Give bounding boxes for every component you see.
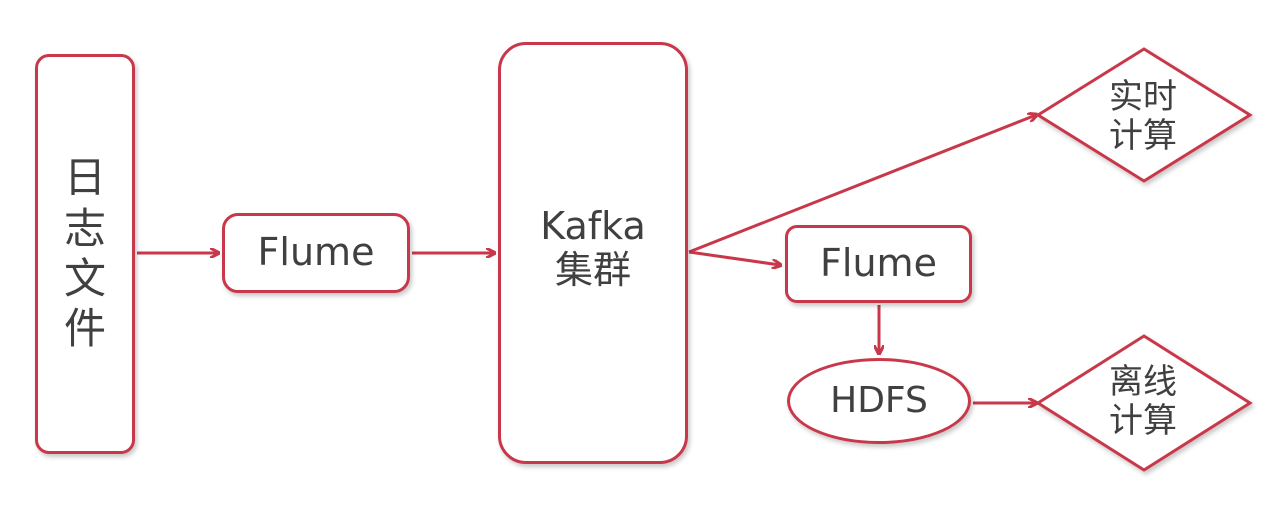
log-files-char: 日	[63, 153, 106, 203]
flume-source-node: Flume	[222, 213, 410, 293]
log-files-char: 件	[63, 304, 106, 354]
arrow-kafka-to-flume	[688, 250, 780, 265]
offline-line2: 计算	[1109, 401, 1177, 442]
realtime-compute-label: 实时 计算	[1083, 77, 1203, 157]
hdfs-label: HDFS	[830, 380, 928, 422]
kafka-cluster-node: Kafka 集群	[498, 42, 688, 464]
realtime-diamond	[1035, 47, 1253, 183]
realtime-line1: 实时	[1109, 77, 1177, 117]
realtime-line2: 计算	[1109, 116, 1177, 157]
flume-sink-label: Flume	[820, 241, 937, 286]
flume-source-label: Flume	[257, 230, 375, 275]
flume-sink-node: Flume	[785, 225, 972, 303]
kafka-cluster-label: 集群	[554, 247, 631, 292]
offline-diamond	[1035, 334, 1253, 472]
arrow-kafka-to-realtime	[688, 115, 1036, 254]
offline-compute-label: 离线 计算	[1083, 362, 1203, 442]
log-files-node: 日 志 文 件	[35, 54, 135, 454]
offline-line1: 离线	[1109, 362, 1177, 402]
log-files-char: 志	[63, 203, 106, 253]
kafka-label: Kafka	[540, 204, 646, 248]
hdfs-node: HDFS	[787, 358, 971, 444]
log-files-char: 文	[63, 254, 106, 303]
